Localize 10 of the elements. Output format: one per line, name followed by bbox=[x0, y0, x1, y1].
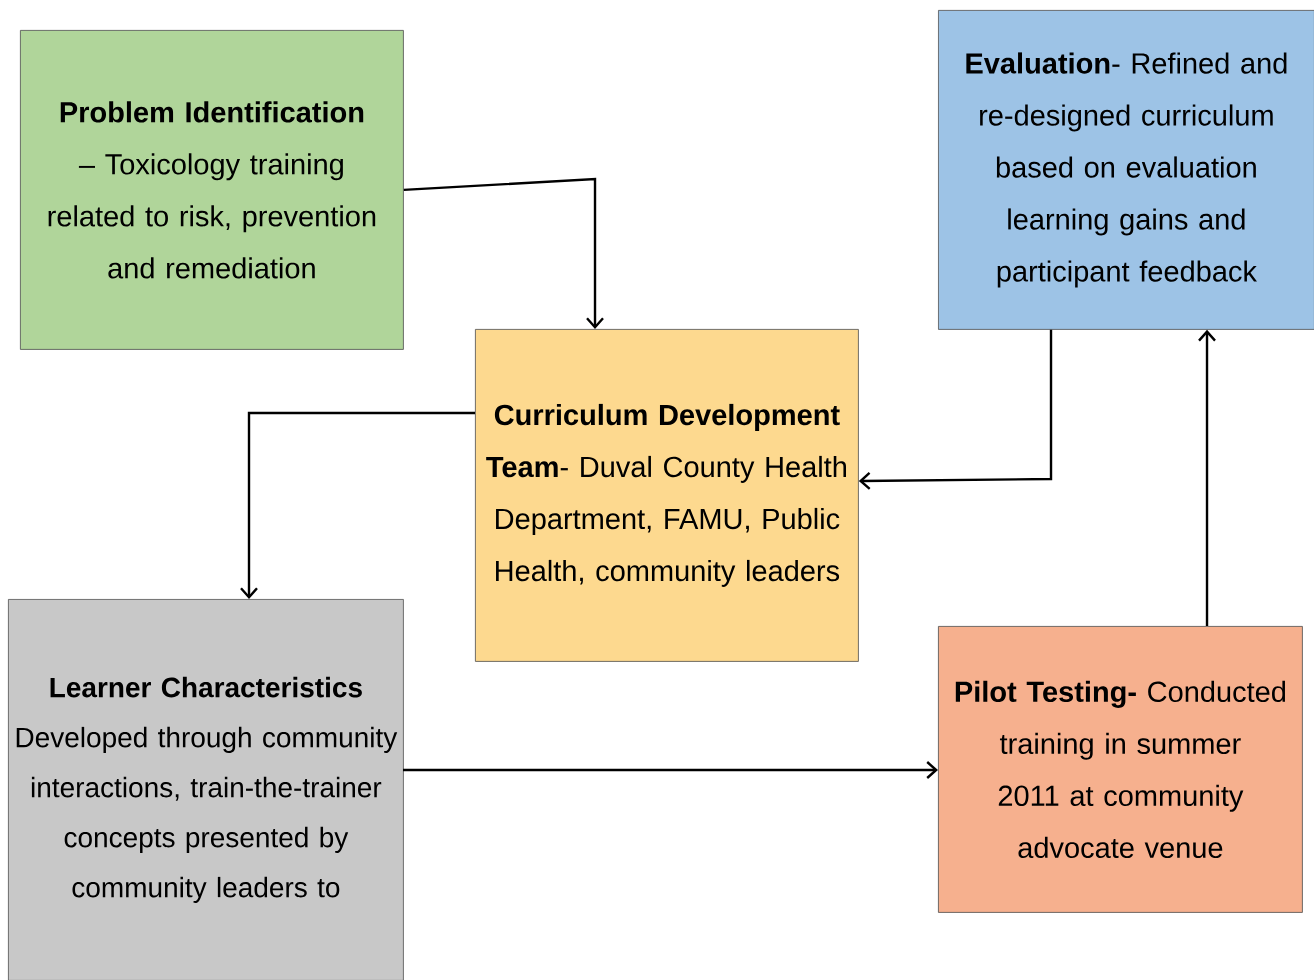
process-box: Problem Identification – Toxicology training related to risk, prevention and remediation bbox=[20, 30, 404, 350]
arrow bbox=[858, 329, 1053, 490]
arrow bbox=[403, 177, 604, 329]
process-box: Curriculum Development Team- Duval County Health Department, FAMU, Public Health, community leaders bbox=[475, 329, 859, 662]
process-box: Pilot Testing- Conducted training in summer 2011 at community advocate venue bbox=[938, 626, 1303, 913]
arrow bbox=[1198, 329, 1216, 626]
arrow bbox=[240, 411, 475, 599]
process-box: Evaluation- Refined and re-designed curriculum based on evaluation learning gains and participant feedback bbox=[938, 10, 1314, 330]
process-box: Learner Characteristics Developed through community interactions, train-the-trainer concepts presented by community leaders to bbox=[8, 599, 404, 980]
arrow bbox=[403, 761, 938, 779]
